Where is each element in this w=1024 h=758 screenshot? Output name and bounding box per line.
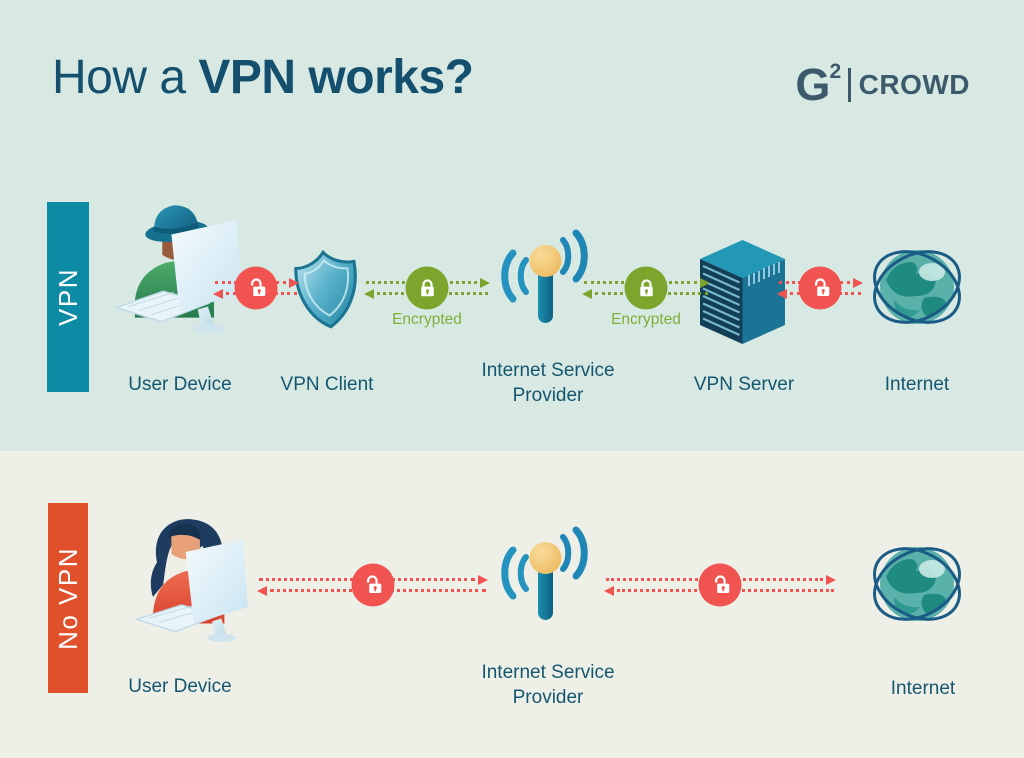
arrow-left-icon [213,288,223,299]
locked-padlock-icon [405,266,449,310]
unlocked-padlock-icon [234,266,278,310]
no-vpn-row-band: No VPN [48,503,88,693]
arrow-right-icon [700,277,710,288]
label-user-device-vpn: User Device [128,374,232,395]
hacker-at-computer-icon [114,205,243,334]
antenna-icon [501,229,588,323]
arrow-right-icon [478,574,488,585]
g2-crowd-logo: G 2 CROWD [795,59,970,110]
unlocked-padlock-icon [698,563,742,607]
arrow-right-icon [289,277,299,288]
page-title-bold: VPN works? [198,51,474,104]
unlocked-padlock-icon [798,266,842,310]
locked-padlock-icon [624,266,668,310]
label-vpn-client: VPN Client [280,374,374,395]
device-to-client-link [213,266,299,310]
arrow-right-icon [480,277,490,288]
antenna-icon [501,526,588,620]
encrypted-label: Encrypted [611,311,681,328]
page-title: How a VPN works? [52,50,474,105]
isp-to-internet-link [604,563,836,607]
label-vpn-server: VPN Server [693,374,795,395]
label-internet-vpn: Internet [884,374,950,395]
label-internet-novpn: Internet [890,678,956,699]
g2-logo-glyph: G [795,59,831,110]
server-to-internet-link [777,266,863,310]
isp-to-server-encrypted-link: Encrypted [582,266,710,328]
server-icon [700,240,785,344]
g2-logo-superscript: 2 [829,60,842,83]
vpn-row-band-label: VPN [52,268,83,326]
vpn-row-band: VPN [47,202,89,392]
label-isp-vpn: Internet Service Provider [481,360,615,406]
encrypted-label: Encrypted [392,311,462,328]
globe-icon [873,547,961,621]
crowd-wordmark: CROWD [858,68,970,100]
arrow-left-icon [582,288,592,299]
no-vpn-row-band-label: No VPN [52,546,83,650]
arrow-left-icon [257,585,267,596]
shield-icon [294,250,357,329]
globe-icon [873,250,961,324]
label-user-device-novpn: User Device [128,676,232,697]
woman-at-computer-icon [134,519,248,642]
arrow-right-icon [853,277,863,288]
device-to-isp-link [257,563,488,607]
label-isp-novpn: Internet Service Provider [481,662,615,708]
page-title-regular: How a [52,51,199,104]
arrow-left-icon [604,585,614,596]
unlocked-padlock-icon [351,563,394,607]
client-to-isp-encrypted-link: Encrypted [364,266,490,328]
logo-divider [848,67,851,102]
arrow-right-icon [826,574,836,585]
arrow-left-icon [777,288,787,299]
arrow-left-icon [364,288,374,299]
